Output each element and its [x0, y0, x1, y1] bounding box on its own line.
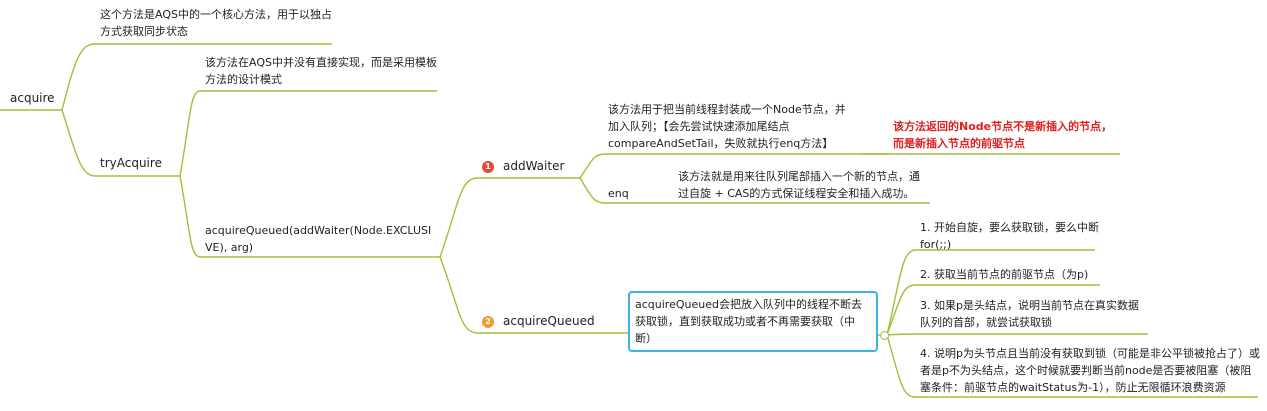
badge-one-icon: 1 [482, 161, 494, 173]
node-tryacquire[interactable]: tryAcquire [100, 156, 162, 170]
node-acquire[interactable]: acquire [10, 91, 55, 105]
note-acquire: 这个方法是AQS中的一个核心方法，用于以独占方式获取同步状态 [100, 8, 332, 38]
badge-two-icon: 2 [482, 316, 494, 328]
node-acquirequeued[interactable]: acquireQueued [503, 314, 595, 328]
node-enq[interactable]: enq [608, 187, 629, 200]
note-addwaiter-return: 该方法返回的Node节点不是新插入的节点，而是新插入节点的前驱节点 [893, 120, 1113, 150]
step-4: 4. 说明p为头节点且当前没有获取到锁（可能是非公平锁被抢占了）或者是p不为头结… [920, 347, 1260, 394]
collapse-toggle-icon[interactable] [880, 331, 889, 340]
note-tryacquire: 该方法在AQS中并没有直接实现，而是采用模板方法的设计模式 [205, 56, 437, 86]
node-acquirequeued-call[interactable]: acquireQueued(addWaiter(Node.EXCLUSIVE),… [205, 224, 432, 254]
note-enq: 该方法就是用来往队列尾部插入一个新的节点，通过自旋 + CAS的方式保证线程安全… [678, 170, 920, 200]
note-addwaiter: 该方法用于把当前线程封装成一个Node节点，并加入队列；【会先尝试快速添加尾结点… [608, 103, 846, 150]
node-acquirequeued-box[interactable]: acquireQueued会把放入队列中的线程不断去获取锁，直到获取成功或者不再… [628, 291, 878, 352]
step-1: 1. 开始自旋，要么获取锁，要么中断for(;;) [920, 221, 1099, 251]
step-2: 2. 获取当前节点的前驱节点（为p) [920, 268, 1089, 281]
step-3: 3. 如果p是头结点，说明当前节点在真实数据队列的首部，就尝试获取锁 [920, 299, 1139, 329]
node-addwaiter[interactable]: addWaiter [503, 159, 565, 173]
